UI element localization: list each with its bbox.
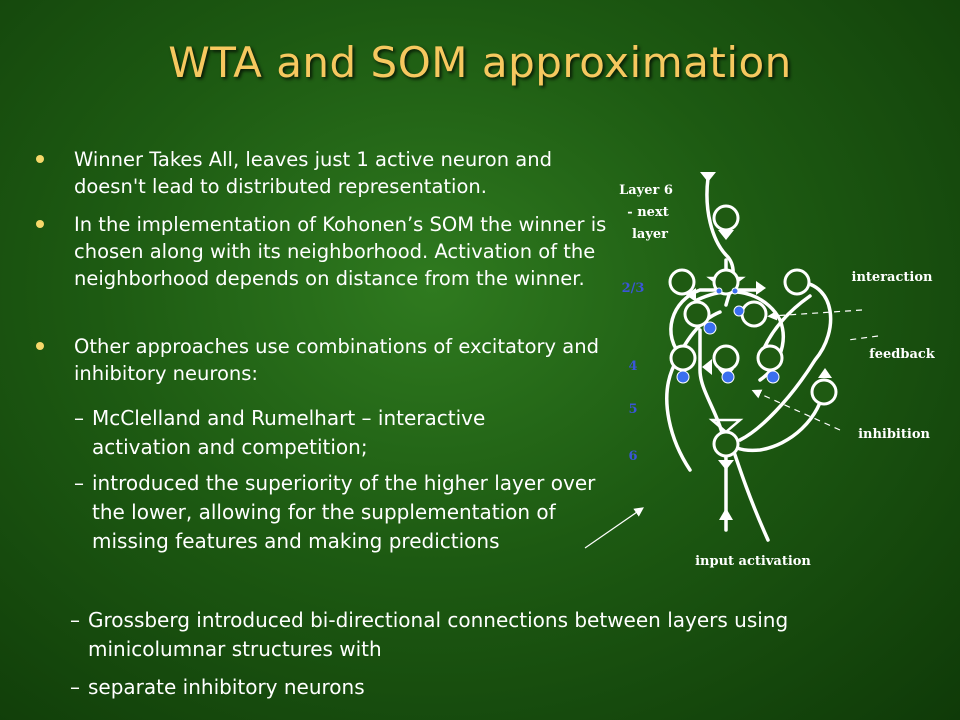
layer-number: 6 [628, 449, 637, 464]
layer-number: 2/3 [622, 281, 645, 296]
neuron-circle [712, 204, 740, 232]
slide-title: WTA and SOM approximation [168, 38, 792, 87]
sub-item: – Grossberg introduced bi-directional co… [70, 606, 868, 664]
excitatory-neurons [668, 204, 838, 458]
inhibitory-dot [721, 370, 735, 384]
bullet-item: Other approaches use combinations of exc… [36, 333, 614, 387]
sub-item-text: introduced the superiority of the higher… [92, 471, 596, 553]
arrow-triangle [686, 288, 696, 302]
arrow-triangle [756, 281, 766, 295]
neuron-circle [669, 344, 697, 372]
sub-item: – introduced the superiority of the high… [74, 469, 602, 556]
layer-label-line: Layer 6 [619, 183, 673, 198]
neuron-circle [683, 300, 711, 328]
neuron-circle [712, 344, 740, 372]
interaction-label: interaction [852, 270, 933, 285]
bullet-dot-icon [36, 220, 44, 228]
bullet-item: In the implementation of Kohonen’s SOM t… [36, 211, 614, 292]
inhibitory-dot [731, 287, 739, 295]
arrowheads [686, 172, 832, 520]
sub-item: – McClelland and Rumelhart – interactive… [74, 404, 542, 462]
neuron-circle [810, 378, 838, 406]
layer-label-line: - next [627, 205, 668, 220]
arrow-triangle [700, 172, 716, 182]
arrow-triangle [702, 359, 712, 375]
layer-label-line: layer [632, 227, 668, 242]
arrow-triangle [818, 368, 832, 378]
arrow-triangle [719, 508, 733, 520]
bullet-text: Winner Takes All, leaves just 1 active n… [74, 148, 552, 198]
feedback-label: feedback [869, 347, 936, 362]
inhibitory-dot [676, 370, 690, 384]
interaction-pointer [767, 309, 863, 321]
arrow-triangle [718, 230, 734, 240]
neuron-circle [740, 300, 768, 328]
inhibitory-dot [766, 370, 780, 384]
feedback-path-right [738, 280, 833, 442]
arrow-triangle [708, 418, 744, 434]
layer-number: 5 [628, 402, 637, 417]
inhibitory-neurons [676, 287, 780, 384]
inhibitory-dot [733, 305, 745, 317]
dash-marker: – [70, 608, 80, 632]
inhibitory-dot [703, 321, 717, 335]
inhibition-pointer [751, 389, 841, 431]
neuron-circle [712, 430, 740, 458]
inhibition-label: inhibition [858, 427, 930, 442]
sub-item-text: separate inhibitory neurons [88, 675, 365, 699]
bullet-dot-icon [36, 155, 44, 163]
sub-item: – separate inhibitory neurons [70, 673, 868, 702]
neuron-circle [756, 344, 784, 372]
dash-marker: – [74, 406, 84, 430]
arrow-triangle [718, 460, 734, 470]
loop-path-left [665, 310, 722, 472]
sub-item-text: Grossberg introduced bi-directional conn… [88, 608, 789, 661]
bullet-text: In the implementation of Kohonen’s SOM t… [74, 213, 607, 290]
layer-number: 4 [628, 359, 637, 374]
bullet-dot-icon [36, 342, 44, 350]
annotation-pointers [584, 309, 879, 549]
neuron-circle [668, 268, 696, 296]
sub-item-text: McClelland and Rumelhart – interactive a… [92, 406, 486, 459]
input-path-right [728, 438, 770, 542]
input-activation-label: input activation [695, 554, 811, 569]
bullet-item: Winner Takes All, leaves just 1 active n… [36, 146, 614, 200]
dash-marker: – [70, 675, 80, 699]
inhibitory-dot [715, 287, 723, 295]
text-pointer-arrow [584, 507, 644, 549]
dash-marker: – [74, 471, 84, 495]
feedback-pointer [847, 335, 879, 341]
neuron-circle [783, 268, 811, 296]
bullet-text: Other approaches use combinations of exc… [74, 335, 599, 385]
